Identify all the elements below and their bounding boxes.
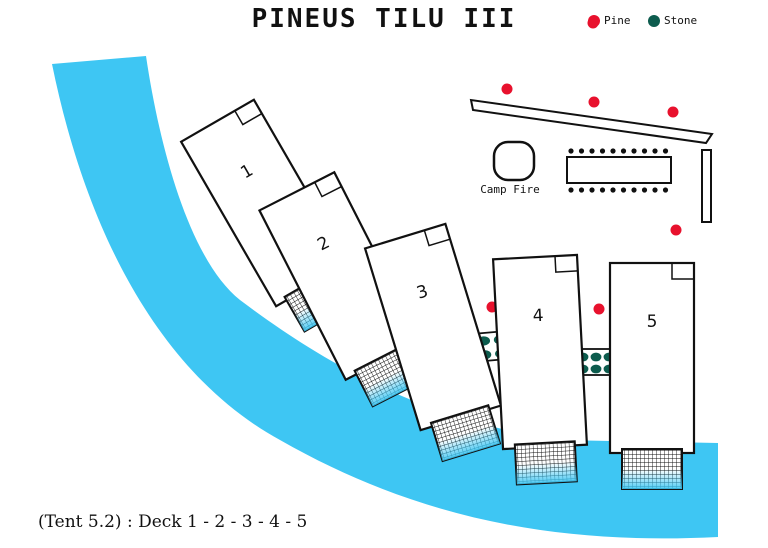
tent-body: [608, 261, 696, 455]
camp-wall-right: [701, 149, 712, 223]
seat: [578, 148, 585, 154]
page-title: PINEUS TILU III: [251, 4, 517, 34]
green-circle-icon: [648, 15, 660, 27]
seat: [652, 148, 658, 154]
camp-fire-label: Camp Fire: [480, 183, 540, 196]
red-circle-icon: [588, 15, 600, 27]
bed-icon: [234, 110, 263, 126]
bed-icon: [671, 263, 694, 280]
camp-wall-top: [469, 98, 714, 145]
tent-body: [491, 253, 589, 451]
pine-icon: [670, 224, 682, 236]
porch-water: [436, 424, 500, 462]
seat: [620, 187, 627, 193]
seat: [652, 187, 658, 193]
seat: [610, 148, 616, 154]
dining-table: [566, 156, 672, 184]
river: [52, 56, 718, 539]
legend-pine-label: Pine: [604, 14, 631, 27]
tent: 3: [363, 222, 503, 463]
bed-icon: [423, 230, 451, 247]
stone-icon: [590, 364, 602, 374]
pine-icon: [593, 303, 605, 315]
seat: [641, 187, 648, 193]
porch-water: [622, 469, 682, 489]
caption: (Tent 5.2) : Deck 1 - 2 - 3 - 4 - 5: [38, 512, 308, 532]
seat: [578, 187, 585, 193]
tent-number: 5: [647, 312, 658, 332]
legend-stone-label: Stone: [664, 14, 698, 27]
legend-pine: Pine: [588, 14, 631, 27]
tent: 4: [491, 253, 589, 486]
tent-number: 4: [532, 306, 544, 327]
pine-icon: [667, 106, 679, 118]
camp-fire: [492, 140, 536, 182]
pine-icon: [588, 96, 600, 108]
seat: [620, 148, 627, 154]
seat: [662, 148, 669, 154]
seat: [662, 187, 669, 193]
seat: [631, 187, 637, 193]
seat: [641, 148, 648, 154]
legend-stone: Stone: [648, 14, 697, 27]
seat: [599, 148, 606, 154]
seat: [589, 148, 595, 154]
seat: [568, 187, 574, 193]
seat: [631, 148, 637, 154]
seat: [589, 187, 595, 193]
table-seats: [568, 148, 669, 193]
seat: [610, 187, 616, 193]
stone-icon: [590, 352, 602, 362]
tent: 5: [608, 261, 696, 490]
porch-water: [515, 461, 577, 485]
pine-icon: [501, 83, 513, 95]
seat: [568, 148, 574, 154]
bed-icon: [554, 256, 578, 273]
bed-icon: [314, 181, 342, 198]
seat: [599, 187, 606, 193]
